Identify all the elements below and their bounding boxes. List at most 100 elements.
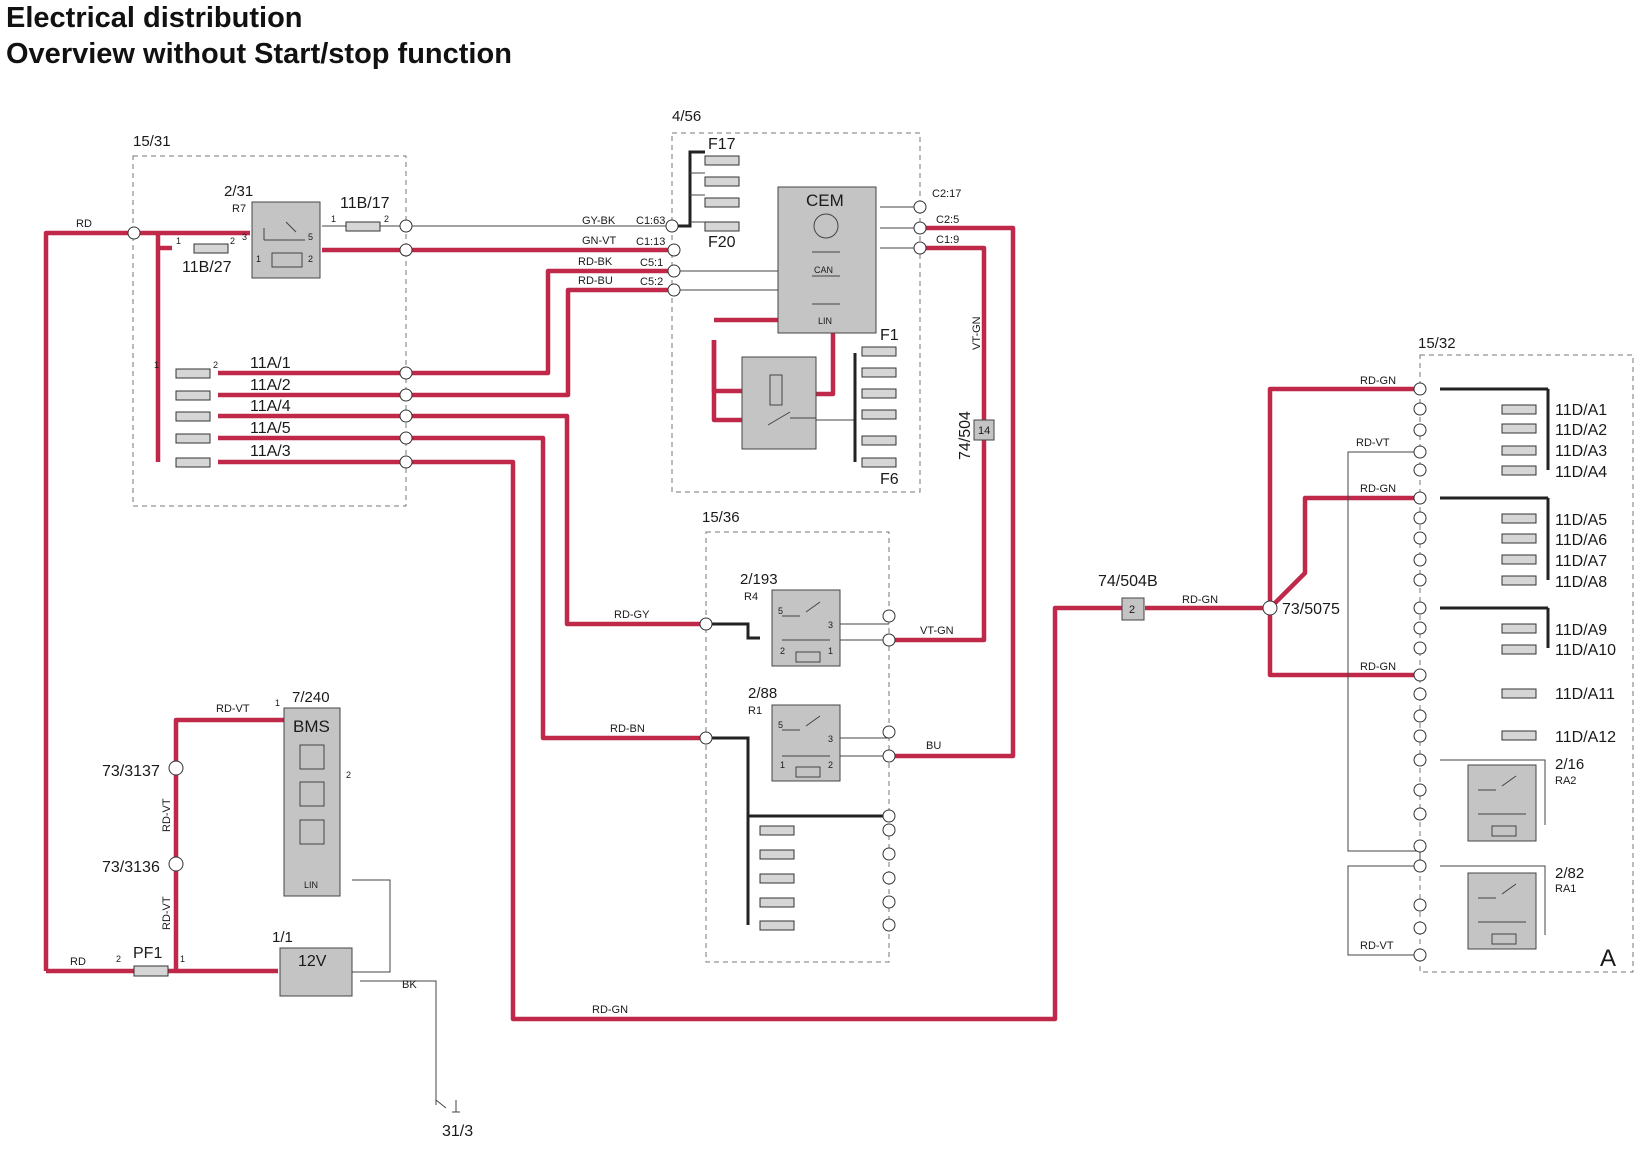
cem-pin-c52: C5:2 bbox=[640, 276, 663, 288]
fuse-pf1 bbox=[133, 965, 169, 977]
pin-number: 2 bbox=[384, 214, 389, 224]
box-label-15-31: 15/31 bbox=[133, 133, 171, 150]
fuse-11a-label-0: 11A/1 bbox=[250, 355, 291, 372]
fuses-15-36 bbox=[759, 825, 795, 931]
cem-pin-c25: C2:5 bbox=[936, 214, 959, 226]
cem-module: CEM CAN LIN C1:63 C1:13 C5:1 C5:2 C2:17 … bbox=[636, 186, 961, 334]
wire-label-rd-bu: RD-BU bbox=[578, 275, 613, 287]
bms-lin: LIN bbox=[304, 880, 318, 890]
pin-number: 3 bbox=[828, 734, 833, 744]
pin-number: 1 bbox=[176, 236, 181, 246]
wire-label-vt-gn-vertical: VT-GN bbox=[971, 316, 983, 350]
fuse-pf1-label: PF1 bbox=[133, 945, 162, 962]
box-4-56 bbox=[671, 132, 921, 493]
battery-id: 1/1 bbox=[272, 929, 293, 946]
relay-2-16-label: 2/16 bbox=[1555, 756, 1584, 773]
pin-number: 2 bbox=[308, 254, 313, 264]
wire-label-gy-bk: GY-BK bbox=[582, 215, 616, 227]
bms-module: BMS LIN 7/240 bbox=[283, 689, 341, 897]
splice-73-3137: 73/3137 bbox=[102, 763, 160, 780]
relay-2-82-ref: RA1 bbox=[1555, 883, 1576, 895]
pin-number: 2 bbox=[116, 954, 121, 964]
wire-label-rd-vt-1: RD-VT bbox=[1356, 437, 1390, 449]
fuse-11d-6: 11D/A7 bbox=[1555, 553, 1607, 570]
splice-73-3136: 73/3136 bbox=[102, 859, 160, 876]
connector-74-504: 14 74/504 bbox=[957, 411, 995, 460]
wire-labels: RD RD GY-BK GN-VT RD-BK RD-BU VT-GN RD-G… bbox=[70, 215, 1396, 1016]
connector-74-504-pin: 14 bbox=[978, 425, 990, 437]
pin-number: 1 bbox=[331, 214, 336, 224]
pin-number: 1 bbox=[256, 254, 261, 264]
fuse-11d-11: 11D/A12 bbox=[1555, 729, 1616, 746]
box-15-31 bbox=[132, 155, 407, 507]
relay-2-16-ref: RA2 bbox=[1555, 775, 1576, 787]
splice-73-5075: 73/5075 bbox=[1282, 601, 1340, 618]
wire-label-rd-bk: RD-BK bbox=[578, 256, 613, 268]
fuse-f1-label: F1 bbox=[880, 327, 899, 344]
pin-number: 3 bbox=[828, 620, 833, 630]
wire-label-vt-gn: VT-GN bbox=[920, 625, 954, 637]
fuse-f20-label: F20 bbox=[708, 234, 736, 251]
relay-2-193: 2/193 R4 bbox=[740, 571, 841, 667]
fuse-11a-4 bbox=[175, 411, 211, 422]
pin-number: 1 bbox=[154, 360, 159, 370]
wire-label-rd-vt: RD-VT bbox=[216, 703, 250, 715]
relay-2-82: 2/82 RA1 bbox=[1467, 865, 1584, 950]
fuse-11d-4: 11D/A5 bbox=[1555, 512, 1607, 529]
wire-label-rd-gn-3: RD-GN bbox=[1360, 661, 1396, 673]
terminal-nodes bbox=[127, 200, 1427, 962]
fuse-11d-8: 11D/A9 bbox=[1555, 622, 1607, 639]
fuse-11a-3 bbox=[175, 457, 211, 468]
fuses-15-31: 11B/17 11B/27 11A/1 11A/2 11A/4 11A/5 11… bbox=[175, 195, 390, 468]
connector-74-504b-label: 74/504B bbox=[1098, 573, 1158, 590]
red-wires bbox=[43, 225, 1420, 1022]
cem-pin-c217: C2:17 bbox=[932, 188, 961, 200]
fuse-11b27-label: 11B/27 bbox=[182, 259, 232, 276]
pin-numbers: 3 5 1 2 1 2 1 2 1 2 5 3 2 1 5 3 1 2 1 2 … bbox=[116, 214, 833, 964]
box-label-15-36: 15/36 bbox=[702, 509, 740, 526]
pin-number: 2 bbox=[828, 760, 833, 770]
splices: 73/3137 73/3136 73/5075 bbox=[102, 600, 1340, 876]
connector-74-504-label: 74/504 bbox=[957, 411, 974, 460]
pin-number: 1 bbox=[780, 760, 785, 770]
pin-number: 1 bbox=[275, 698, 280, 708]
fuses-f17-f20: F17 F20 bbox=[704, 136, 740, 251]
bms-id: 7/240 bbox=[292, 689, 330, 706]
corner-mark: A bbox=[1600, 945, 1616, 972]
cem-can: CAN bbox=[814, 265, 833, 275]
fuse-11d-7: 11D/A8 bbox=[1555, 574, 1607, 591]
pin-number: 5 bbox=[778, 606, 783, 616]
pin-number: 1 bbox=[828, 646, 833, 656]
diagram-title: Electrical distribution bbox=[6, 2, 303, 34]
pin-number: 2 bbox=[780, 646, 785, 656]
wire-label-rd-top: RD bbox=[76, 218, 92, 230]
wire-label-rd-gn-2: RD-GN bbox=[1360, 483, 1396, 495]
wire-label-rd-gn-bottom: RD-GN bbox=[592, 1004, 628, 1016]
cem-label: CEM bbox=[806, 191, 844, 210]
wire-label-rd-bn: RD-BN bbox=[610, 723, 645, 735]
wire-label-rd-gy: RD-GY bbox=[614, 609, 650, 621]
connector-74-504b-pin: 2 bbox=[1129, 604, 1135, 616]
fuse-11b17-label: 11B/17 bbox=[340, 195, 390, 212]
wire-label-rd-vt-v1: RD-VT bbox=[161, 798, 173, 832]
connector-74-504b: 2 74/504B bbox=[1098, 573, 1158, 621]
wire-label-rd-gn-1: RD-GN bbox=[1360, 375, 1396, 387]
relay-2-31-ref: R7 bbox=[232, 203, 246, 215]
fuse-11d-5: 11D/A6 bbox=[1555, 532, 1607, 549]
box-label-4-56: 4/56 bbox=[672, 108, 701, 125]
fuse-11d-10: 11D/A11 bbox=[1555, 686, 1615, 703]
pin-number: 2 bbox=[213, 360, 218, 370]
fuse-11a-label-1: 11A/2 bbox=[250, 377, 291, 394]
pin-number: 5 bbox=[308, 232, 313, 242]
black-wires bbox=[322, 150, 1550, 1105]
fuse-11d-2: 11D/A3 bbox=[1555, 443, 1607, 460]
battery: 12V 1/1 bbox=[272, 929, 353, 997]
relay-2-82-label: 2/82 bbox=[1555, 865, 1584, 882]
pin-number: 5 bbox=[778, 720, 783, 730]
relay-2-88-ref: R1 bbox=[748, 705, 762, 717]
wire-label-rd-bottom: RD bbox=[70, 956, 86, 968]
relay-2-16: 2/16 RA2 bbox=[1467, 756, 1584, 842]
relay-2-88-label: 2/88 bbox=[748, 685, 777, 702]
fuse-11b17 bbox=[345, 221, 381, 232]
